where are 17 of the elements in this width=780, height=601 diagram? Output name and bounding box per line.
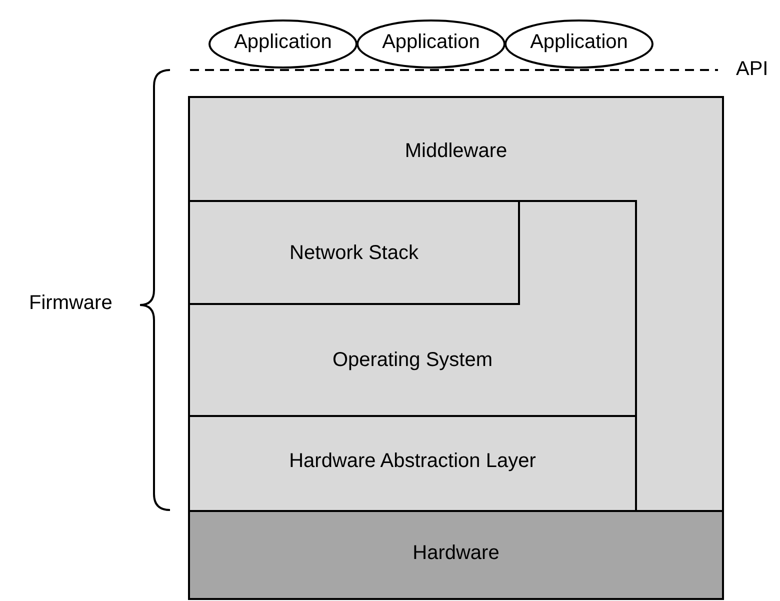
layer-label: Application (529, 31, 629, 54)
layer-label: Middleware (404, 140, 508, 163)
layer-label: Application (381, 31, 481, 54)
layer-label: Hardware (412, 542, 500, 565)
application-ellipse (208, 19, 358, 69)
application-ellipse (504, 19, 654, 69)
application-ellipse (356, 19, 506, 69)
api-label: API (736, 58, 768, 81)
network-stack-layer (188, 200, 520, 305)
firmware-label: Firmware (29, 292, 112, 315)
hardware-layer (188, 510, 724, 600)
middleware-layer (188, 96, 724, 512)
layer-label: Application (233, 31, 333, 54)
layer-label: Hardware Abstraction Layer (288, 450, 537, 473)
layer-label: Operating System (331, 349, 494, 372)
layer-label: Network Stack (288, 242, 420, 265)
operating-system-layer (188, 200, 637, 417)
